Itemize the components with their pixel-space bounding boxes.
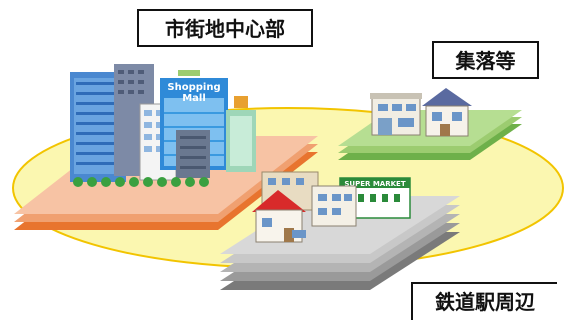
station-buildings: SUPER MARKET	[252, 171, 411, 243]
city-center-label: 市街地中心部	[137, 9, 313, 47]
village-buildings	[370, 88, 472, 137]
supermarket-sign: SUPER MARKET	[344, 180, 405, 188]
mall-sign-line2: Mall	[182, 93, 206, 104]
village-label: 集落等	[432, 41, 539, 79]
mall-sign-line1: Shopping	[167, 82, 220, 93]
city-buildings: Shopping Mall	[70, 64, 256, 187]
station-area-label: 鉄道駅周辺	[411, 282, 557, 320]
